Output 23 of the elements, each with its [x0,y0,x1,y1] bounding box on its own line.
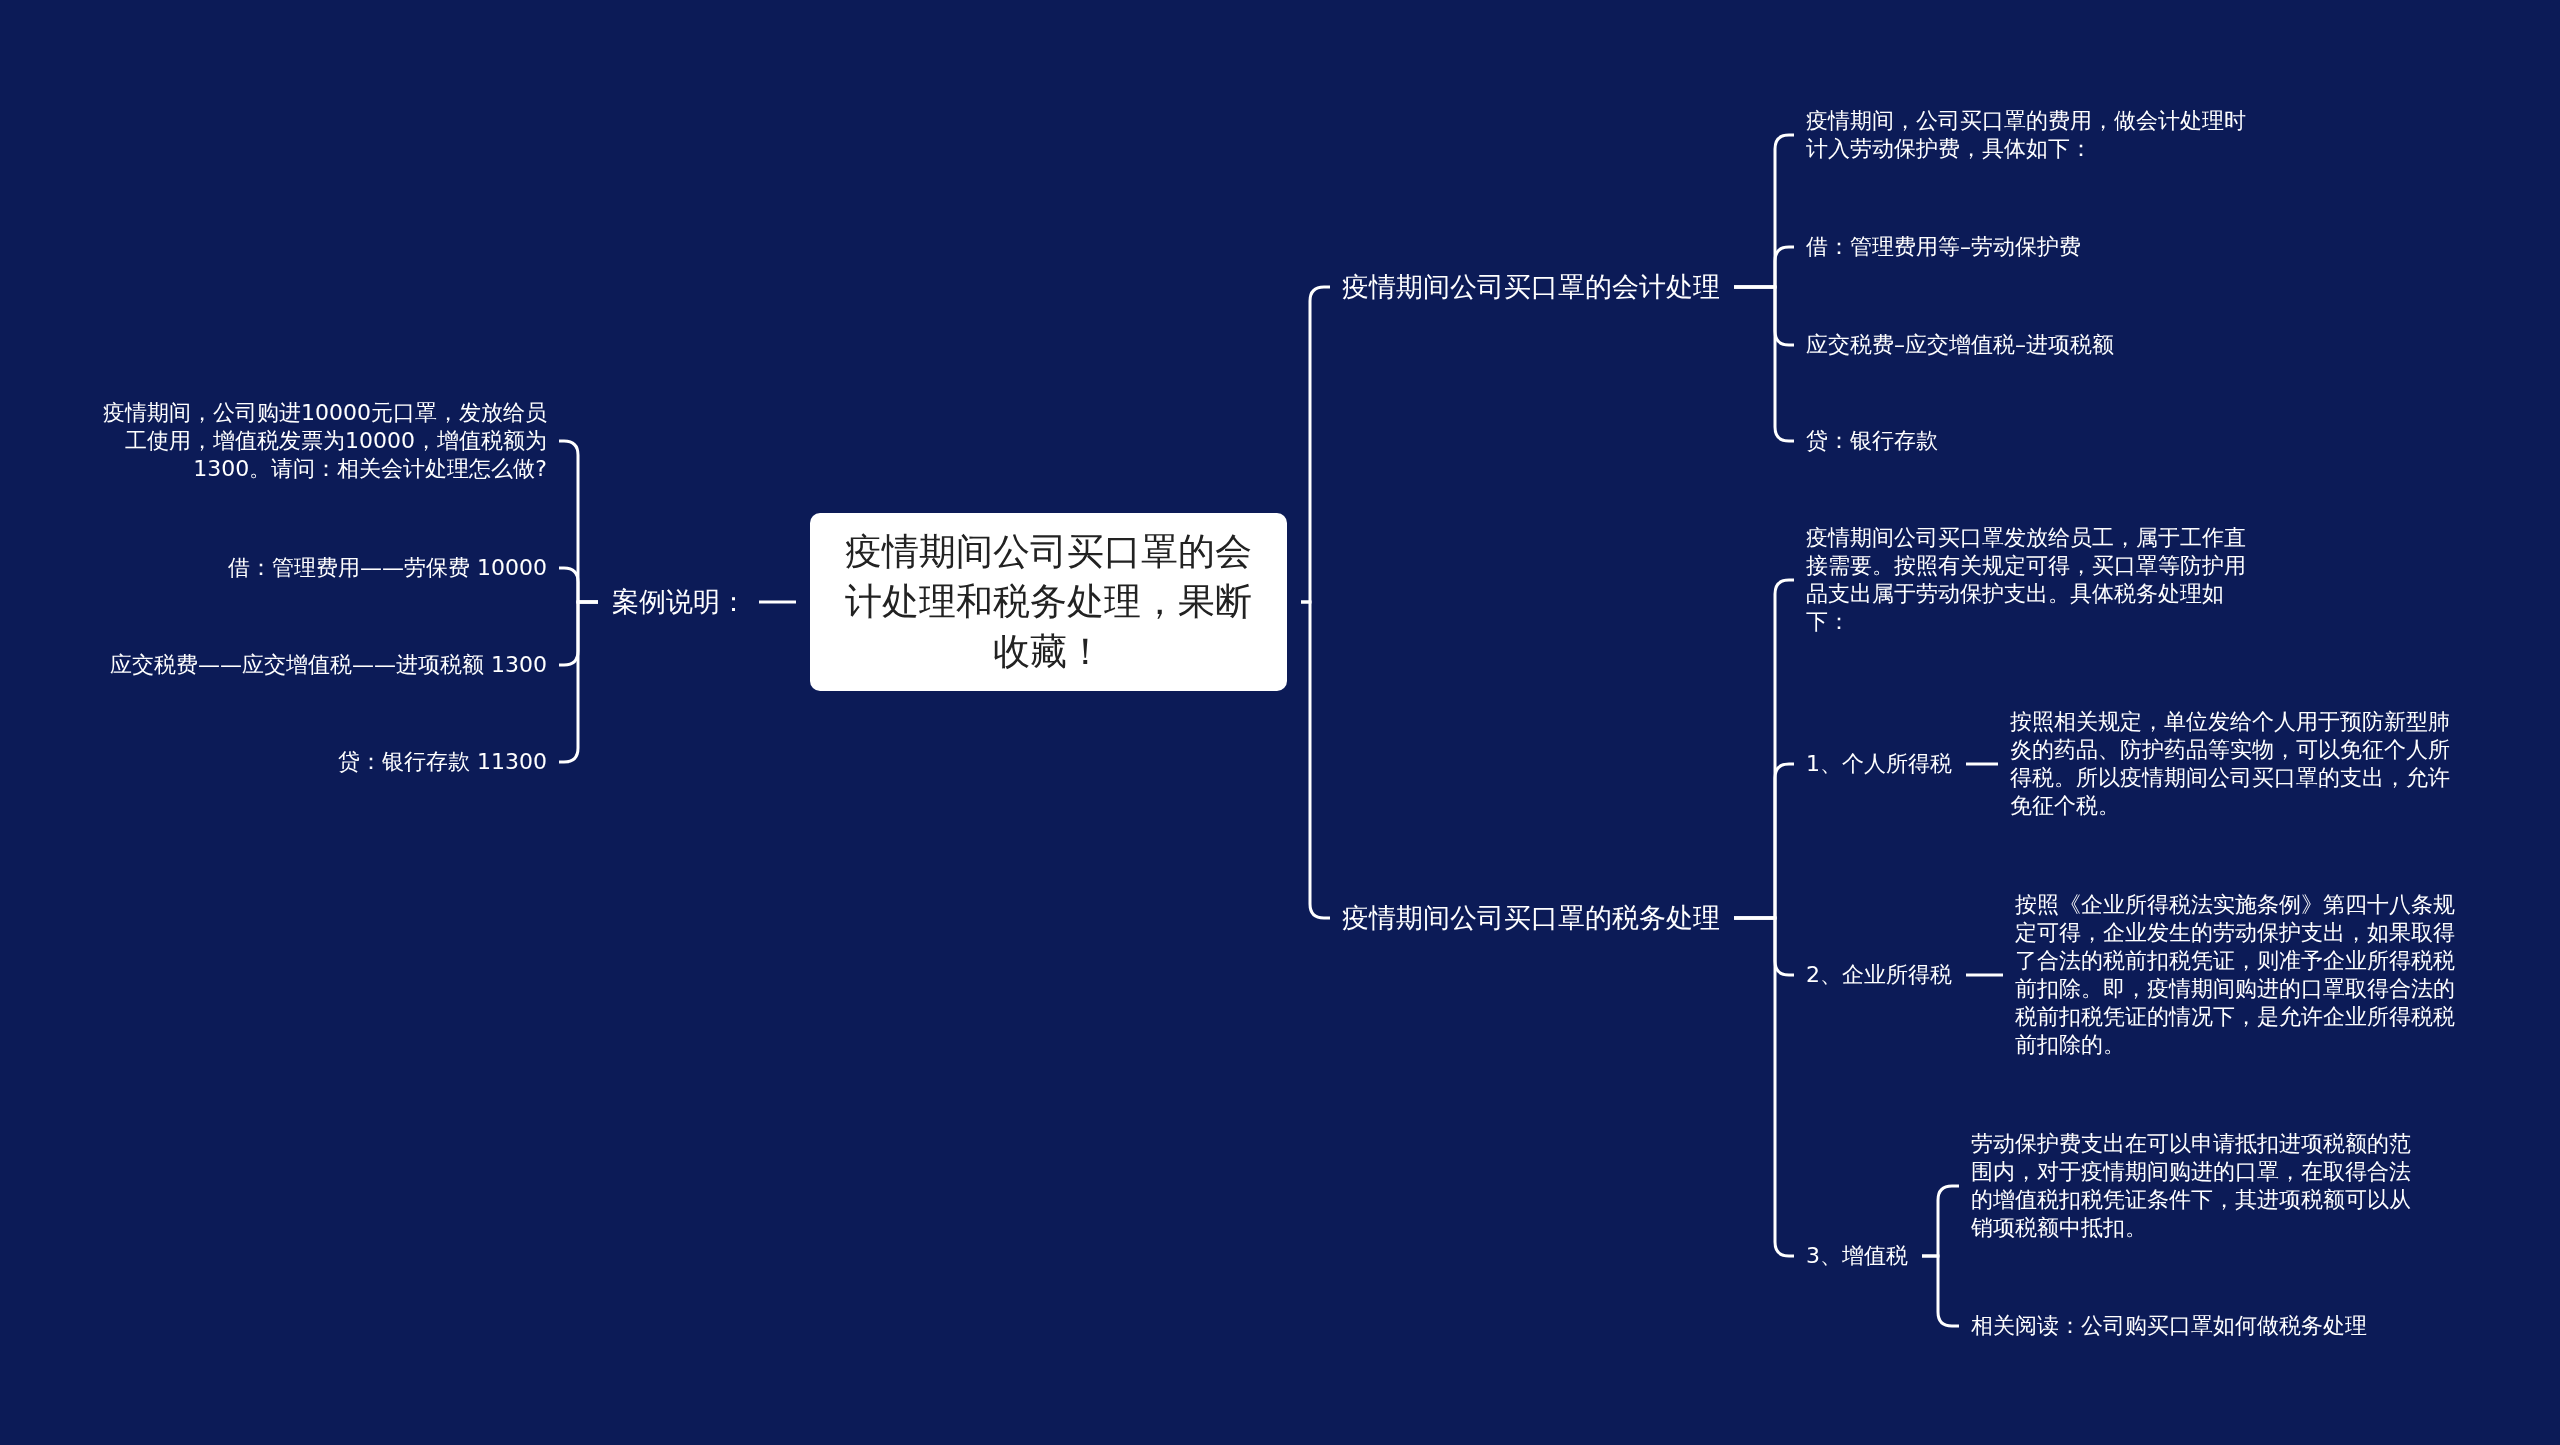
leaf-text: 应交税费–应交增值税–进项税额 [1806,331,2261,359]
leaf-text: 1、个人所得税 [1806,750,1956,778]
leaf-text: 相关阅读：公司购买口罩如何做税务处理 [1971,1312,2426,1340]
leaf-text: 借：管理费用——劳保费 10000 [102,554,547,582]
leaf-text: 疫情期间公司买口罩发放给员工，属于工作直接需要。按照有关规定可得，买口罩等防护用品支出属于劳动保护支出。具体税务处理如下： [1806,524,2261,636]
leaf-text: 应交税费——应交增值税——进项税额 1300 [102,651,547,679]
leaf-text: 按照《企业所得税法实施条例》第四十八条规定可得，企业发生的劳动保护支出，如果取得了合法的税前扣税凭证，则准予企业所得税税前扣除。即，疫情期间购进的口罩取得合法的税前扣税凭证的情况下，是允许企业所得税税前扣除的。 [2015,891,2470,1059]
leaf-text: 疫情期间，公司购进10000元口罩，发放给员工使用，增值税发票为10000，增值税额为1300。请问：相关会计处理怎么做? [102,399,547,483]
connector-line [1966,762,1998,766]
leaf-text: 2、企业所得税 [1806,961,1961,989]
leaf-text: 贷：银行存款 11300 [102,748,547,776]
central-topic-box: 疫情期间公司买口罩的会计处理和税务处理，果断收藏！ [810,513,1287,691]
leaf-text: 贷：银行存款 [1806,427,2261,455]
branch-topic: 疫情期间公司买口罩的会计处理 [1342,270,1720,304]
leaf-text: 疫情期间，公司买口罩的费用，做会计处理时计入劳动保护费，具体如下： [1806,107,2261,163]
connector-line [1966,973,2003,977]
branch-topic: 案例说明： [612,585,747,619]
connector-line [759,600,796,604]
branch-topic: 疫情期间公司买口罩的税务处理 [1342,901,1720,935]
leaf-text: 借：管理费用等–劳动保护费 [1806,233,2261,261]
leaf-text: 3、增值税 [1806,1242,1916,1270]
leaf-text: 按照相关规定，单位发给个人用于预防新型肺炎的药品、防护药品等实物，可以免征个人所得税。所以疫情期间公司买口罩的支出，允许免征个税。 [2010,708,2465,820]
leaf-text: 劳动保护费支出在可以申请抵扣进项税额的范围内，对于疫情期间购进的口罩，在取得合法的增值税扣税凭证条件下，其进项税额可以从销项税额中抵扣。 [1971,1130,2426,1242]
